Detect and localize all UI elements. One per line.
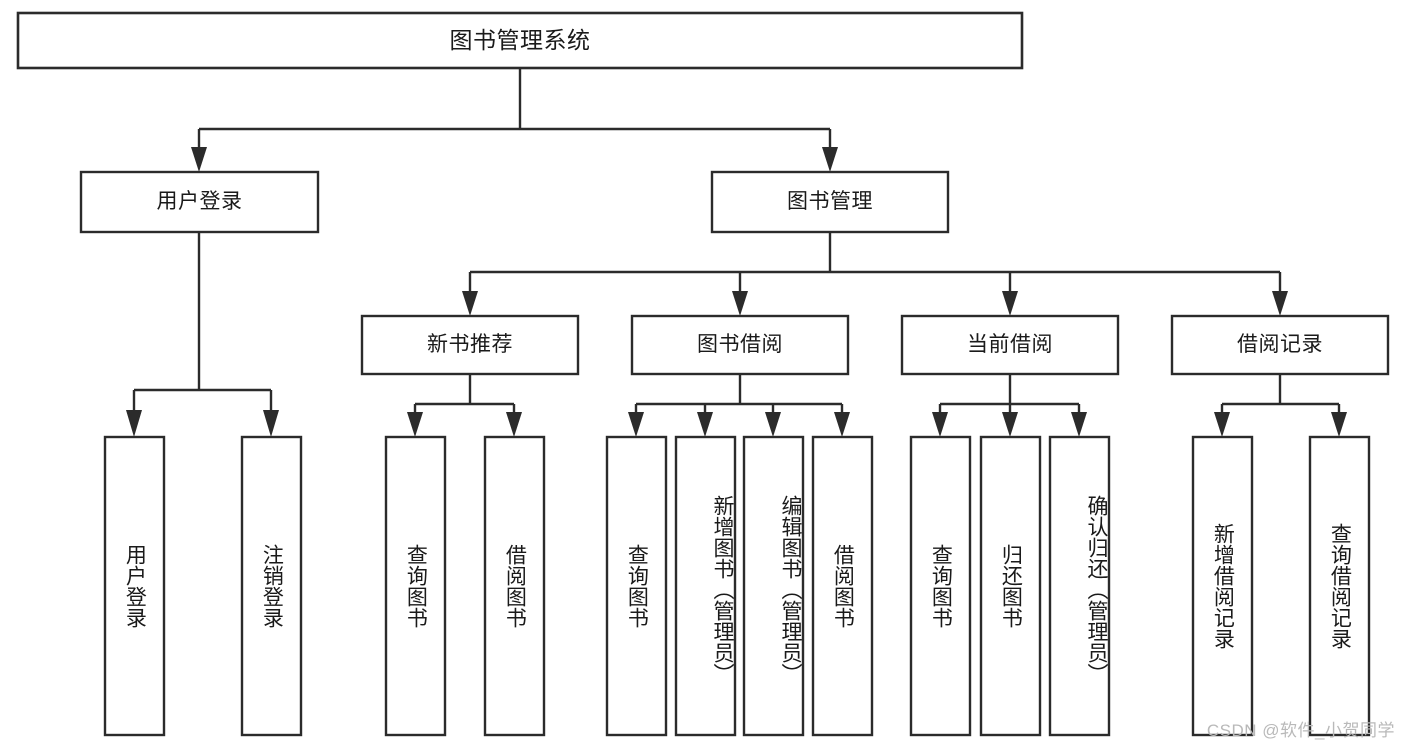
node-box-leaf-record-2[interactable] <box>1308 435 1371 737</box>
label-root: 图书管理系统 <box>449 26 591 53</box>
label-book-management: 图书管理 <box>787 190 873 214</box>
label-leaf-record-2: 查询借阅记录 <box>1328 523 1352 649</box>
arrowhead-leaf-user-login <box>126 410 142 437</box>
node-box-borrow-record[interactable] <box>1170 314 1390 376</box>
node-box-current-borrow[interactable] <box>900 314 1120 376</box>
watermark-text: CSDN @软件_小贺同学 <box>1206 721 1395 740</box>
label-leaf-borrow-3: 编辑图书（管理员） <box>779 494 802 684</box>
node-box-leaf-recommend-2[interactable] <box>483 435 546 737</box>
label-leaf-current-3: 确认归还（管理员） <box>1085 494 1108 684</box>
label-leaf-borrow-4: 借阅图书 <box>831 544 855 628</box>
arrowhead-borrow-leaf-3 <box>765 412 781 437</box>
node-box-book-management[interactable] <box>710 170 950 234</box>
arrowhead-borrow-leaf-2 <box>697 412 713 437</box>
arrowhead-borrow-leaf-4 <box>834 412 850 437</box>
arrowhead-record-leaf-1 <box>1214 412 1230 437</box>
node-box-leaf-current-3[interactable] <box>1048 435 1111 737</box>
node-box-leaf-current-2[interactable] <box>979 435 1042 737</box>
arrowhead-book-mgmt <box>822 147 838 172</box>
arrowhead-book-borrow <box>732 291 748 316</box>
label-new-book-recommend: 新书推荐 <box>427 333 513 357</box>
node-box-root[interactable] <box>16 11 1024 70</box>
label-leaf-user-login: 用户登录 <box>123 544 147 628</box>
label-current-borrow: 当前借阅 <box>967 333 1053 357</box>
arrowhead-recommend-leaf-2 <box>506 412 522 437</box>
node-box-leaf-logout[interactable] <box>240 435 303 737</box>
label-leaf-record-1: 新增借阅记录 <box>1211 523 1235 649</box>
label-book-borrow: 图书借阅 <box>697 333 783 357</box>
label-leaf-borrow-1: 查询图书 <box>625 544 649 628</box>
arrowhead-borrow-leaf-1 <box>628 412 644 437</box>
arrowhead-user-login <box>191 147 207 172</box>
node-box-book-borrow[interactable] <box>630 314 850 376</box>
arrowhead-current-leaf-2 <box>1002 412 1018 437</box>
node-box-user-login[interactable] <box>79 170 320 234</box>
label-leaf-current-2: 归还图书 <box>999 544 1023 628</box>
label-leaf-borrow-2: 新增图书（管理员） <box>711 494 734 684</box>
node-box-leaf-borrow-3[interactable] <box>742 435 805 737</box>
arrowhead-current-borrow <box>1002 291 1018 316</box>
node-box-leaf-borrow-1[interactable] <box>605 435 668 737</box>
label-leaf-recommend-2: 借阅图书 <box>503 544 527 628</box>
node-box-leaf-borrow-4[interactable] <box>811 435 874 737</box>
node-box-leaf-user-login[interactable] <box>103 435 166 737</box>
label-leaf-recommend-1: 查询图书 <box>404 544 428 628</box>
label-user-login: 用户登录 <box>156 190 243 214</box>
arrowhead-record-leaf-2 <box>1331 412 1347 437</box>
label-leaf-logout: 注销登录 <box>260 544 284 628</box>
label-leaf-current-1: 查询图书 <box>929 544 953 628</box>
arrowhead-current-leaf-3 <box>1071 412 1087 437</box>
node-box-leaf-record-1[interactable] <box>1191 435 1254 737</box>
arrowhead-borrow-record <box>1272 291 1288 316</box>
arrowhead-recommend-leaf-1 <box>407 412 423 437</box>
node-box-leaf-recommend-1[interactable] <box>384 435 447 737</box>
label-borrow-record: 借阅记录 <box>1237 333 1323 357</box>
node-box-leaf-current-1[interactable] <box>909 435 972 737</box>
arrowhead-current-leaf-1 <box>932 412 948 437</box>
node-box-leaf-borrow-2[interactable] <box>674 435 737 737</box>
arrowhead-leaf-logout <box>263 410 279 437</box>
arrowhead-new-book-recommend <box>462 291 478 316</box>
node-box-new-book-recommend[interactable] <box>360 314 580 376</box>
